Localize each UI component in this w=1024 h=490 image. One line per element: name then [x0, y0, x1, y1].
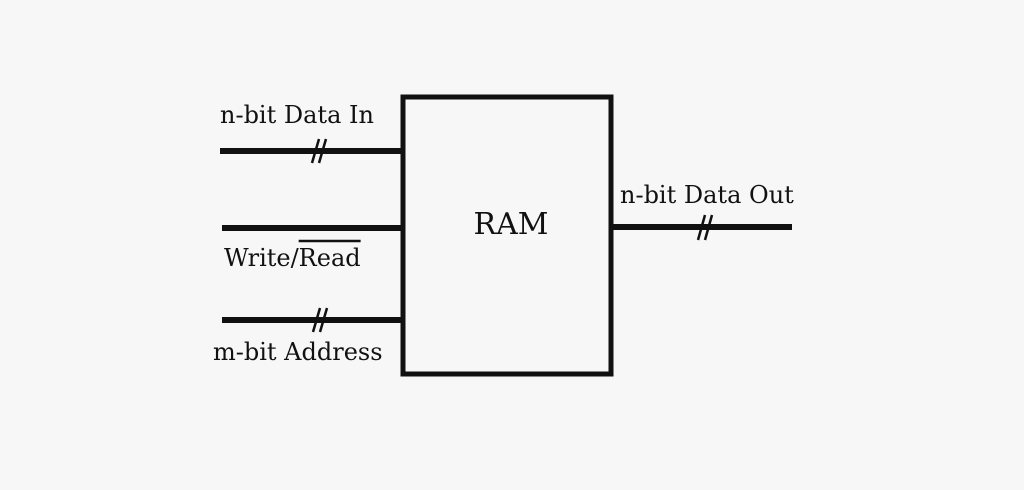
ram-block-label: RAM [474, 207, 549, 242]
data-in-bus-marker [310, 138, 328, 164]
data-in-label: n-bit Data In [220, 101, 374, 129]
write-read-label: Write/Read [224, 244, 361, 272]
read-label: Read [299, 244, 361, 272]
write-label: Write/ [224, 244, 300, 272]
ram-block [400, 94, 614, 377]
data-out-bus-marker [696, 214, 714, 241]
data-out-label: n-bit Data Out [620, 181, 794, 209]
address-label: m-bit Address [213, 338, 383, 366]
address-bus-marker [311, 307, 329, 333]
